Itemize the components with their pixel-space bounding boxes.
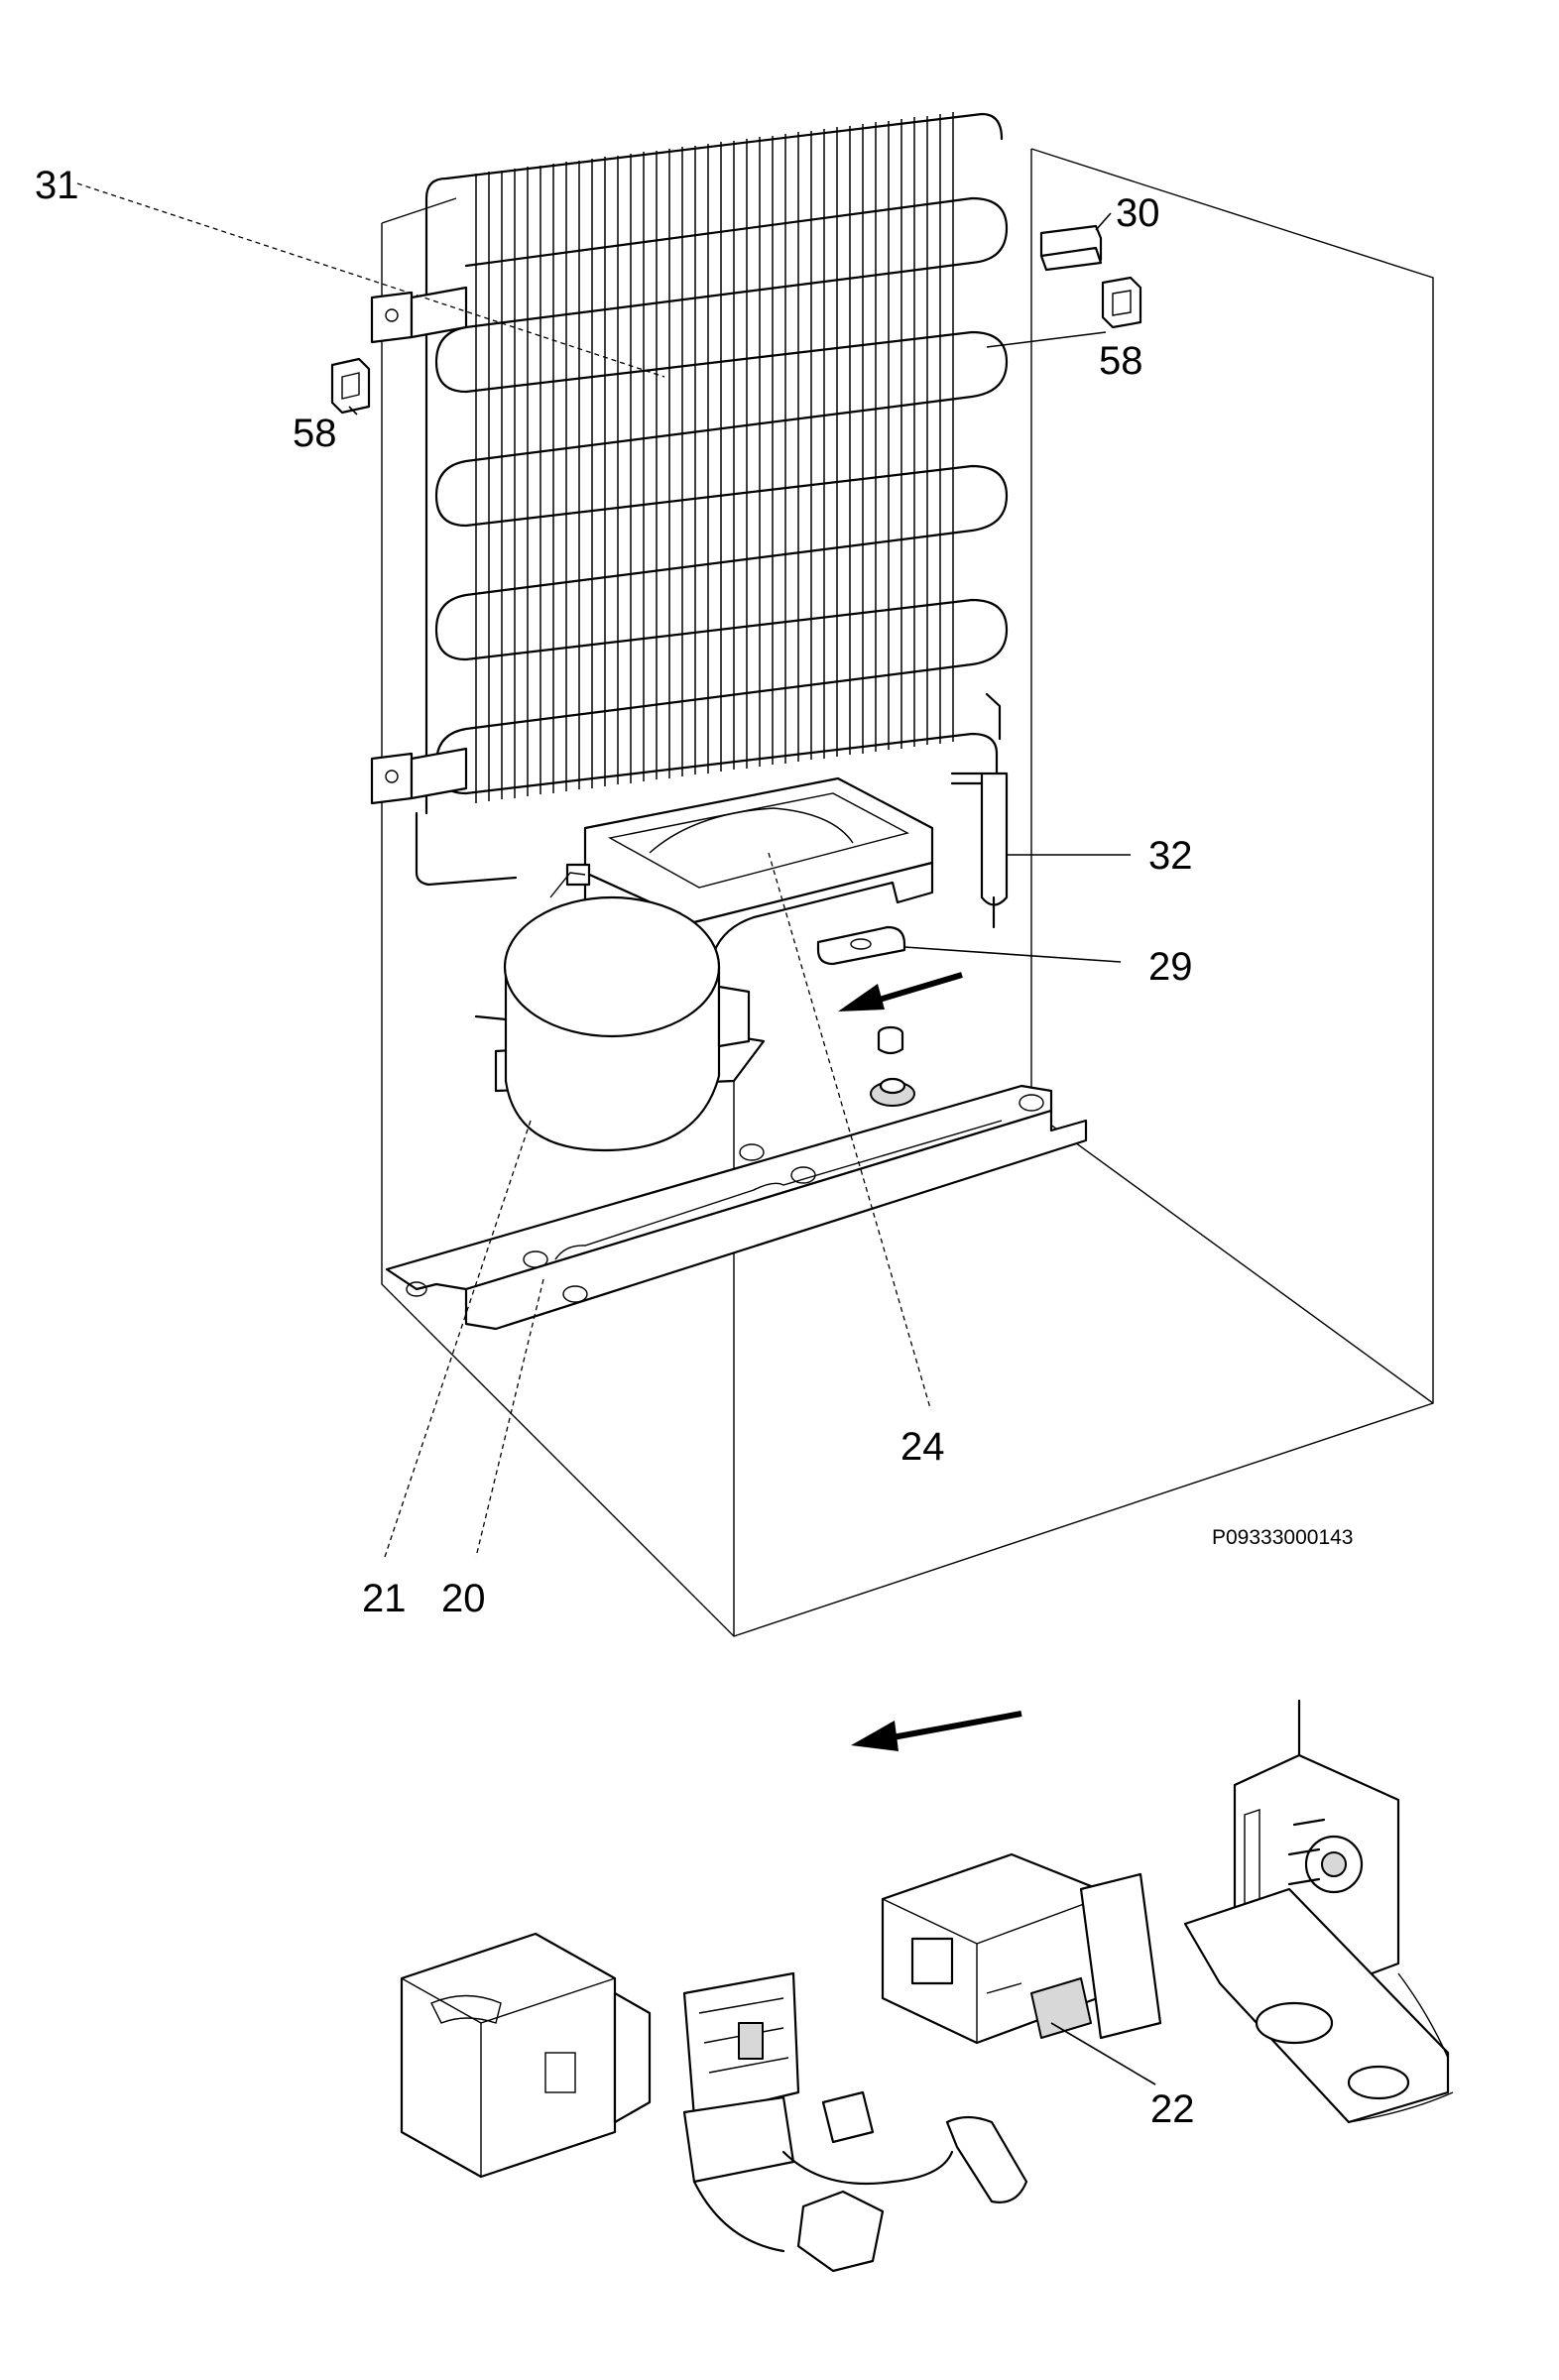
rubber-grommet xyxy=(870,1025,915,1107)
mounting-clip-left-upper xyxy=(370,286,468,344)
bracket-plate-29 xyxy=(816,925,906,966)
callout-58-right: 58 xyxy=(1099,339,1143,383)
callout-24: 24 xyxy=(900,1425,945,1469)
callout-29: 29 xyxy=(1148,945,1193,989)
mounting-clip-left-lower xyxy=(370,747,468,805)
callout-58-left: 58 xyxy=(293,412,337,455)
airflow-arrow-upper xyxy=(838,972,963,1012)
leader-31 xyxy=(76,182,665,378)
mounting-bracket xyxy=(1183,1699,1454,2124)
retaining-clip-left xyxy=(330,357,371,415)
callout-30: 30 xyxy=(1116,191,1160,235)
callout-22: 22 xyxy=(1150,2087,1195,2131)
leader-30 xyxy=(1095,212,1112,231)
leader-58-right xyxy=(986,331,1107,348)
callout-21: 21 xyxy=(362,1577,407,1620)
leader-21 xyxy=(384,1120,532,1558)
callout-labels: 31 30 58 58 32 29 24 21 20 22 P093330001… xyxy=(35,164,1353,2131)
callout-31: 31 xyxy=(35,164,79,207)
airflow-arrow-lower xyxy=(851,1711,1022,1751)
leader-20 xyxy=(475,1278,544,1558)
figure-code: P09333000143 xyxy=(1212,1526,1353,1549)
leader-22 xyxy=(1050,2022,1156,2085)
coil-wire-grid xyxy=(475,112,954,803)
mounting-clip-right xyxy=(1039,224,1103,272)
leader-58-left xyxy=(348,406,358,416)
leader-29 xyxy=(903,946,1122,963)
compressor xyxy=(474,872,766,1152)
callout-32: 32 xyxy=(1148,834,1193,878)
leader-24 xyxy=(768,852,931,1409)
callout-20: 20 xyxy=(441,1577,486,1620)
relay-cover xyxy=(400,1932,652,2179)
starter-relay xyxy=(682,1971,1028,2273)
leader-lines xyxy=(76,182,1156,2085)
dryer-filter xyxy=(950,692,1009,929)
condenser-coil xyxy=(415,112,1009,887)
overload-protector-22 xyxy=(881,1852,1162,2045)
base-rail xyxy=(385,1084,1088,1331)
retaining-clip-right xyxy=(1101,276,1142,329)
